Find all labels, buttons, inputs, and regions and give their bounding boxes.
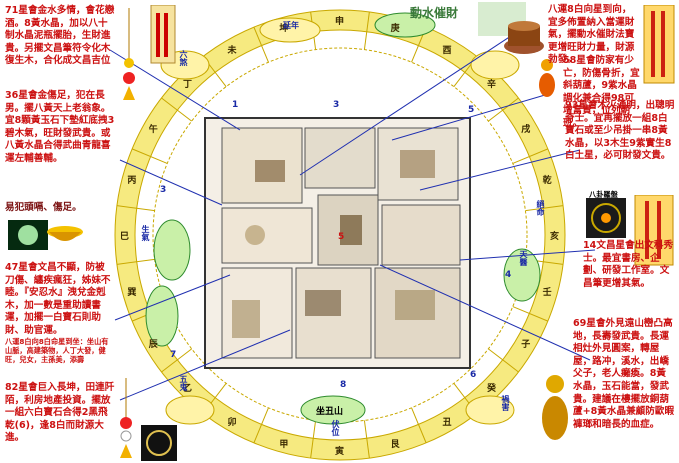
note-36-extra: 易犯頭嗝、傷足。 [5, 202, 82, 213]
sector-name-6: 六煞 [179, 50, 188, 66]
note-58: 58星會防家有少亡，防傷骨折，宜斜葫蘆，9紫水晶調化兼合得98可增富貴，位列朝班… [563, 55, 640, 129]
compass-direction-label: 巳 [120, 232, 130, 242]
diagram-title: 動水催財 [410, 6, 459, 20]
star-right: 4 [505, 270, 512, 280]
note-36: 36星會金傷足，犯在長男。擺八黃天上老翁象。宜8顆黃玉石下墊紅底拽3碧木氣，旺財… [5, 90, 115, 164]
compass-direction-label: 乙 [182, 384, 192, 395]
note-14: 14文昌星會出文科秀士。最宜書房、企劃、研發工作室。文昌筆更增其氣。 [583, 240, 674, 289]
note-93: 93星會木火通明，出聰明奇士。宜再擺放一組8白寶石或至少吊掛一串8黃水晶，以3木… [565, 100, 675, 162]
star-top: 3 [333, 100, 340, 110]
note-71: 71星會金水多情，會花戀酒。8黃水晶，加以八十制水晶泥瓶擺胎，生財進貴。另擺文昌… [5, 5, 115, 67]
star-top-right: 5 [468, 105, 475, 115]
gem-set-icon [141, 425, 177, 461]
compass-spoke [488, 97, 519, 122]
compass-spoke [363, 420, 370, 459]
oval-bottom [300, 395, 366, 425]
compass-direction-label: 丙 [127, 176, 137, 187]
note-82: 82星會巨入長坤，田連阡陌，利房地產投資。擺放一組六白寶石合得2黑飛乾(6)，逢… [5, 382, 115, 444]
oval-br-corner [465, 395, 515, 425]
floor-plan [204, 117, 471, 369]
compass-direction-label: 未 [227, 45, 237, 56]
bagua-badge: 八卦羅盤 [589, 190, 618, 199]
compass-direction-label: 庚 [390, 24, 400, 35]
compass-direction-label: 辰 [148, 339, 158, 350]
brass-gourd-icon [542, 375, 568, 440]
gourd-icon [539, 59, 555, 97]
crystal-set-icon [586, 198, 626, 238]
compass-spoke [131, 148, 168, 164]
sector-name-0: 伏位 [331, 420, 340, 436]
water-fountain-icon [504, 21, 544, 54]
compass-spoke [116, 258, 155, 265]
compass-direction-label: 子 [521, 339, 531, 350]
compass-spoke [363, 11, 370, 50]
compass-spoke [411, 407, 427, 444]
note-top-right: 八運8白向星到向，宜多佈置納入當運財氣，擺動水催財法寶更增旺財力量，財源勃發。 [548, 4, 635, 66]
compass-spoke [512, 148, 549, 164]
sector-bottom-label: 坐丑山 [316, 407, 344, 417]
star-bottom-left: 7 [170, 350, 177, 360]
compass-dashed-ring [152, 47, 528, 423]
compass-spoke [116, 205, 155, 212]
compass-direction-label: 午 [148, 124, 158, 135]
crystal-pendant-icon-2 [120, 378, 132, 458]
bowl-icon [47, 226, 83, 241]
oval-bl-corner [165, 395, 215, 425]
note-69: 69星會外見遠山巒凸高地，長壽發武貴。長運相灶外見圓案，轉屋屋，路冲，溪水，出嶠… [573, 318, 675, 430]
compass-spoke [161, 97, 192, 122]
oval-tr-corner [470, 50, 520, 80]
sector-name-2: 天醫 [519, 250, 528, 266]
pen-set-icon [643, 5, 675, 84]
compass-spoke [253, 26, 269, 63]
compass-spoke [488, 348, 519, 373]
oval-left [153, 219, 191, 281]
star-left: 3 [160, 185, 167, 195]
sector-name-3: 禍害 [501, 395, 510, 411]
compass-direction-label: 戌 [521, 124, 531, 135]
compass-spoke [161, 348, 192, 373]
compass-direction-label: 亥 [550, 232, 560, 242]
crystal-ball-icon [8, 220, 48, 250]
sector-name-7: 絕命 [536, 200, 545, 216]
compass-direction-label: 辛 [487, 79, 497, 90]
compass-direction-label: 甲 [279, 439, 289, 450]
compass-direction-label: 卯 [227, 418, 237, 429]
compass-direction-label: 巽 [127, 287, 137, 298]
note-eight-white: 八運8白向8白命星到坐：坐山有山脈，高建築物，人丁大發，健旺，兒女，主孫美，添壽 [5, 337, 109, 364]
compass-direction-label: 酉 [442, 45, 452, 56]
compass-direction-label: 丑 [442, 418, 452, 429]
compass-direction-label: 壬 [542, 287, 552, 298]
compass-direction-label: 癸 [487, 384, 497, 395]
compass-direction-label: 坤 [279, 24, 289, 35]
sector-name-4: 生氣 [141, 225, 150, 241]
note-47: 47星會文昌不顯，防被刀傷、纏疾瘋狂，姊妹不睦。『安忍水』洩兌金剋木，加一數是重… [5, 262, 111, 336]
compass-direction-label: 丁 [182, 79, 192, 90]
compass-direction-label: 乾 [542, 176, 552, 187]
sector-name-5: 延年 [283, 21, 299, 30]
star-bottom-right: 6 [470, 370, 477, 380]
compass-direction-label: 申 [335, 17, 345, 27]
crystal-pendant-icon [123, 8, 135, 100]
compass-direction-label: 寅 [335, 447, 345, 457]
oval-top [374, 12, 436, 38]
star-bottom: 8 [340, 380, 347, 390]
pen-set-icon-2 [634, 195, 674, 266]
oval-right [503, 248, 541, 302]
star-top-left: 1 [232, 100, 239, 110]
compass-spoke [512, 306, 549, 322]
compass-spoke [310, 420, 317, 459]
compass-direction-label: 艮 [390, 439, 400, 450]
oval-top-left [259, 17, 321, 43]
brush-pen-icon [150, 5, 176, 64]
star-center: 5 [338, 232, 345, 242]
oval-left-lower [145, 285, 179, 347]
sector-name-1: 五鬼 [179, 375, 188, 391]
compass-spoke [253, 407, 269, 444]
compass-spoke [525, 205, 564, 212]
